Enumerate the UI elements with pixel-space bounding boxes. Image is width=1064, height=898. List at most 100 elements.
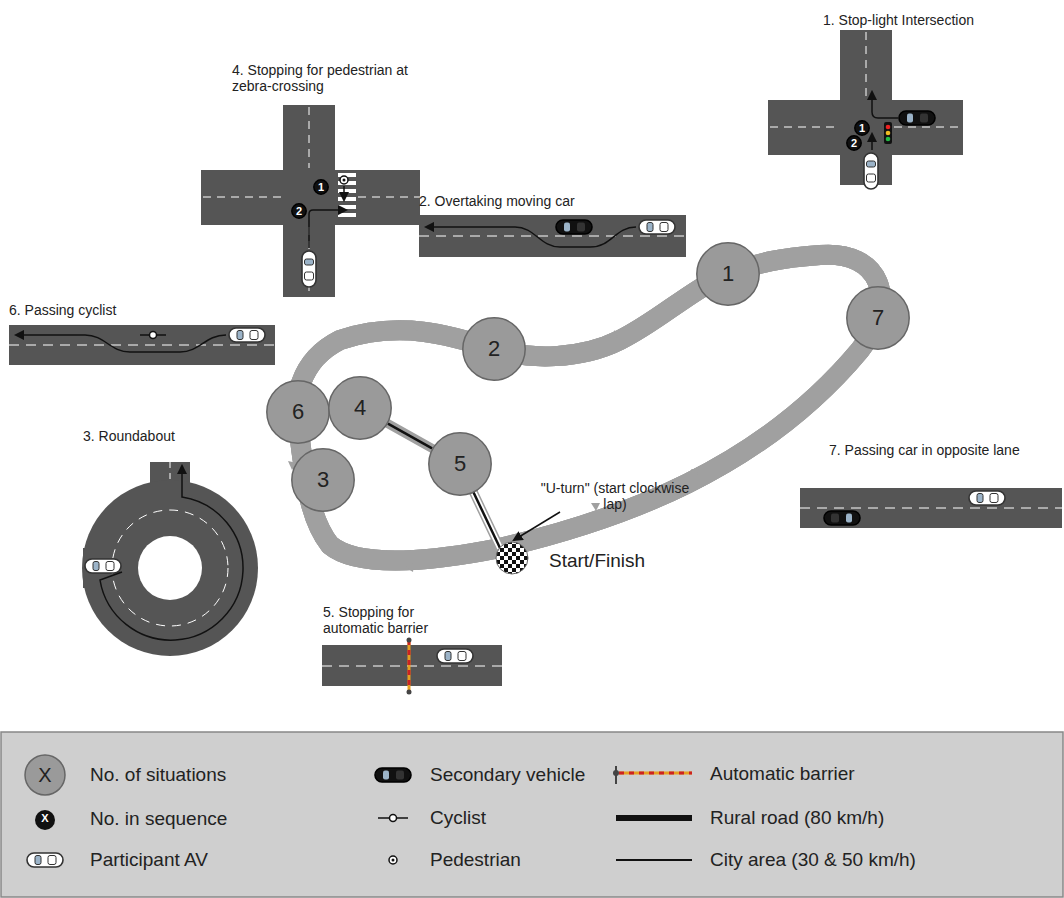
scenario-title: 1. Stop-light Intersection (823, 12, 1023, 28)
zebra-crossing (201, 105, 420, 297)
line-shape (770, 127, 838, 128)
circle-shape (35, 810, 55, 830)
path-shape (100, 466, 243, 640)
opposite-lane-road (800, 488, 1062, 528)
use-shape (899, 111, 935, 125)
use-shape (969, 491, 1005, 505)
legend-text: Participant AV (90, 849, 208, 871)
path-shape (405, 563, 414, 572)
rect-shape (338, 189, 356, 193)
path-shape (609, 330, 618, 338)
scenario-title: 7. Passing car in opposite lane (829, 442, 1059, 458)
circle-shape (429, 433, 491, 495)
legend-text: Rural road (80 km/h) (710, 807, 884, 829)
sequence-number: 1 (854, 120, 870, 136)
path-shape (871, 134, 873, 150)
use-shape (824, 511, 860, 525)
node-number: 6 (292, 399, 304, 425)
use-shape (375, 768, 411, 782)
situation-circle: 3 (291, 448, 355, 512)
circle-shape (407, 638, 412, 643)
roundabout (82, 462, 258, 656)
legend-text: Pedestrian (430, 849, 521, 871)
circle-shape (112, 510, 228, 626)
sequence-number: 2 (846, 135, 862, 151)
use-shape (556, 220, 592, 234)
circle-shape (847, 136, 861, 150)
circle-shape (886, 137, 891, 142)
legend-text: Automatic barrier (710, 763, 855, 785)
circle-shape (389, 856, 397, 864)
line-shape (619, 772, 692, 775)
situation-circle: 4 (328, 376, 392, 440)
scenario-title: "U-turn" (start clockwise lap) (540, 480, 690, 512)
node-number: 2 (488, 336, 500, 362)
node-number: 7 (872, 305, 884, 331)
scenario-title: 2. Overtaking moving car (419, 193, 659, 209)
node-number: 5 (454, 451, 466, 477)
legend-text: No. of situations (90, 764, 226, 786)
line-shape (616, 815, 692, 821)
scenario-title: 4. Stopping for pedestrian at zebra-cros… (232, 62, 447, 94)
circle-shape (390, 815, 397, 822)
sequence-number: 2 (291, 203, 307, 219)
situation-circle: 1 (696, 242, 760, 306)
path-shape (343, 186, 345, 200)
line-shape (894, 127, 963, 128)
circle-shape (697, 243, 759, 305)
scenario-title: 5. Stopping for automatic barrier (323, 604, 473, 636)
legend (1, 732, 1063, 897)
circle-shape (82, 480, 258, 656)
circle-shape (329, 377, 391, 439)
circle-shape (407, 690, 412, 695)
rect-shape (884, 122, 892, 144)
legend-text: City area (30 & 50 km/h) (710, 849, 916, 871)
node-number: 3 (317, 467, 329, 493)
circle-shape (496, 542, 528, 574)
line-shape (866, 32, 867, 98)
path-shape (514, 512, 560, 540)
city-road-connector (388, 424, 432, 449)
circle-shape (613, 770, 619, 776)
path-shape (16, 335, 226, 352)
legend-sample-text: X (25, 764, 65, 787)
line-shape (800, 508, 1062, 509)
circle-shape (25, 755, 65, 795)
circle-shape (886, 131, 891, 136)
circle-shape (847, 287, 909, 349)
rect-shape (9, 325, 275, 365)
use-shape (437, 649, 473, 663)
sequence-number: 1 (313, 179, 329, 195)
rect-shape (338, 213, 356, 217)
legend-sample-text: X (35, 812, 55, 825)
node-number: 1 (318, 181, 324, 193)
path-shape (872, 92, 898, 118)
rect-shape (338, 197, 356, 201)
use-shape (864, 153, 878, 189)
circle-shape (292, 204, 306, 218)
circle-shape (886, 125, 891, 130)
legend-text: Cyclist (430, 807, 486, 829)
node-number: 2 (851, 137, 857, 149)
use-shape (302, 251, 316, 287)
line-shape (322, 666, 502, 667)
situation-circle: 5 (428, 432, 492, 496)
circle-shape (150, 332, 157, 339)
circle-shape (314, 180, 328, 194)
circle-shape (392, 859, 395, 862)
rect-shape (419, 215, 686, 257)
line-shape (309, 107, 310, 168)
barrier-road (322, 638, 502, 695)
situation-circle: 6 (266, 380, 330, 444)
circle-shape (138, 536, 202, 600)
overtaking-road (419, 215, 686, 257)
path-shape (426, 227, 636, 247)
situation-circle: 7 (846, 286, 910, 350)
rect-shape (201, 170, 420, 225)
rect-shape (768, 100, 963, 155)
rect-shape (800, 488, 1062, 528)
legend-text: No. in sequence (90, 808, 227, 830)
use-shape (27, 853, 63, 867)
path-shape (591, 503, 600, 511)
